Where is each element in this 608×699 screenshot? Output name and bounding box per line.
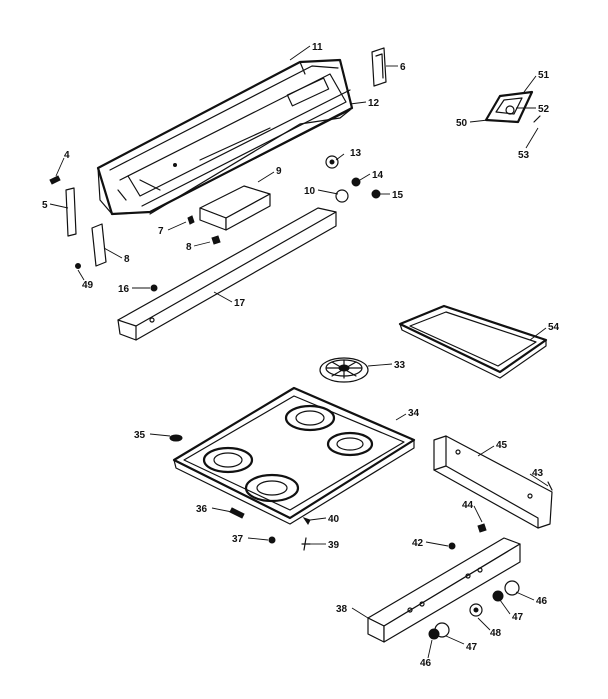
- trim-strip: [117, 207, 337, 341]
- part-label-8-center: 8: [186, 242, 192, 253]
- part-label-35: 35: [134, 430, 146, 441]
- part-label-50: 50: [456, 118, 468, 129]
- part-label-9: 9: [276, 166, 282, 177]
- end-cap-right: [371, 47, 387, 87]
- front-control-panel: [367, 523, 521, 643]
- part-label-43: 43: [532, 468, 544, 479]
- part-label-16: 16: [118, 284, 130, 295]
- part-label-39: 39: [328, 540, 340, 551]
- switch-assembly: [484, 90, 541, 124]
- cooktop-fasteners: [169, 434, 311, 551]
- part-label-14: 14: [372, 170, 384, 181]
- cooktop: [172, 386, 416, 525]
- part-label-17: 17: [234, 298, 246, 309]
- front-knobs: [428, 580, 520, 640]
- part-label-40: 40: [328, 514, 340, 525]
- part-label-42: 42: [412, 538, 424, 549]
- side-bracket: [433, 435, 553, 529]
- part-label-49: 49: [82, 280, 94, 291]
- left-small-parts: [49, 175, 107, 269]
- part-label-5: 5: [42, 200, 48, 211]
- part-label-37: 37: [232, 534, 244, 545]
- part-label-53: 53: [518, 150, 530, 161]
- part-label-36: 36: [196, 504, 208, 515]
- part-label-15: 15: [392, 190, 404, 201]
- part-label-10: 10: [304, 186, 316, 197]
- backguard-panel: [96, 58, 354, 216]
- leader-lines: [49, 45, 549, 659]
- part-label-51: 51: [538, 70, 550, 81]
- burner-grate: [319, 357, 369, 383]
- knobs-top: [325, 155, 381, 203]
- part-label-46-right: 46: [536, 596, 548, 607]
- part-label-52: 52: [538, 104, 550, 115]
- glass-cover: [398, 304, 548, 379]
- part-label-44: 44: [462, 500, 474, 511]
- part-label-8-left: 8: [124, 254, 130, 265]
- part-label-47-right: 47: [512, 612, 524, 623]
- part-label-13: 13: [350, 148, 362, 159]
- part-label-38: 38: [336, 604, 348, 615]
- control-bracket: [187, 185, 271, 245]
- part-label-4: 4: [64, 150, 70, 161]
- part-labels: 11 6 12 51 52 50 53 4 5 9 13 14 10 15 7 …: [42, 42, 560, 669]
- part-label-33: 33: [394, 360, 406, 371]
- part-label-54: 54: [548, 322, 560, 333]
- part-label-6-top: 6: [400, 62, 406, 73]
- part-label-7: 7: [158, 226, 164, 237]
- part-label-46-left: 46: [420, 658, 432, 669]
- part-label-47-left: 47: [466, 642, 478, 653]
- part-label-45: 45: [496, 440, 508, 451]
- part-label-34: 34: [408, 408, 420, 419]
- part-label-12: 12: [368, 98, 380, 109]
- part-label-48: 48: [490, 628, 502, 639]
- part-label-11: 11: [312, 42, 323, 53]
